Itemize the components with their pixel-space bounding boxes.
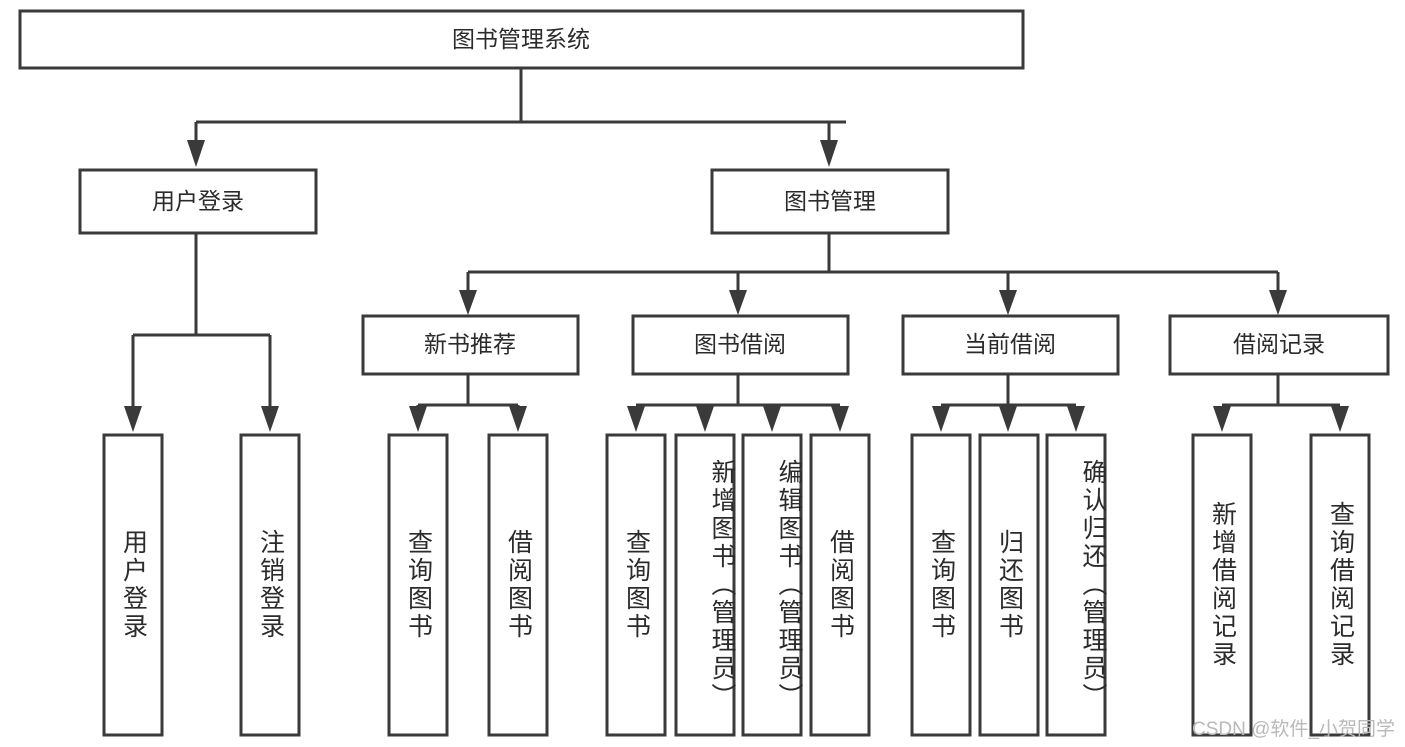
connector-group-root: [187, 68, 846, 167]
node-root-label: 图书管理系统: [452, 26, 590, 52]
node-book-management-label: 图书管理: [784, 188, 876, 214]
node-borrow-record-label: 借阅记录: [1233, 331, 1325, 357]
node-current-borrow-label: 当前借阅: [964, 331, 1056, 357]
leafbox-query-book-3[interactable]: [910, 433, 972, 737]
arrow-head-leaf-query-book-1: [409, 406, 427, 432]
leafbox-edit-book[interactable]: [741, 433, 803, 737]
arrow-head-user-login: [187, 140, 205, 167]
node-new-book-recommend[interactable]: [361, 314, 580, 376]
arrow-head-leaf-borrow-book-1: [509, 406, 527, 432]
leaf-label-borrow-book-1: 借阅图书: [504, 529, 533, 641]
leaf-label-confirm-return: 确认归还（管理员）: [1079, 459, 1107, 711]
leafbox-return-book[interactable]: [978, 433, 1040, 737]
csdn-watermark: CSDN @软件_小贺同学: [1192, 719, 1395, 740]
node-book-management[interactable]: [710, 168, 950, 235]
leaf-label-edit-book: 编辑图书（管理员）: [775, 459, 803, 711]
arrow-head-leaf-add-record: [1213, 406, 1231, 432]
leafbox-borrow-book-1[interactable]: [487, 433, 549, 737]
leaf-label-user-login: 用户登录: [119, 529, 148, 641]
arrow-head-leaf-return-book: [999, 406, 1017, 432]
leafbox-add-book[interactable]: [674, 433, 736, 737]
arrow-head-book-borrow: [729, 290, 747, 315]
arrow-head-leaf-query-book-2: [627, 406, 645, 432]
leafbox-query-book-2[interactable]: [605, 433, 667, 737]
connector-group-borrow-record: [1213, 374, 1349, 432]
leafbox-user-login[interactable]: [102, 433, 164, 737]
arrow-head-new-book-recommend: [459, 290, 477, 315]
arrow-head-leaf-edit-book: [763, 406, 781, 432]
connector-group-book-management: [459, 233, 1287, 315]
leaf-label-query-book-2: 查询图书: [622, 529, 651, 641]
node-root[interactable]: [18, 9, 1025, 70]
arrow-head-leaf-query-book-3: [932, 406, 950, 432]
arrow-head-leaf-borrow-book-2: [831, 406, 849, 432]
arrow-head-leaf-confirm-return: [1067, 406, 1085, 432]
leafbox-logout-login[interactable]: [239, 433, 301, 737]
leaf-label-query-record: 查询借阅记录: [1326, 501, 1355, 669]
arrow-head-leaf-logout-login: [261, 406, 279, 432]
node-borrow-record[interactable]: [1168, 314, 1390, 376]
arrow-head-borrow-record: [1269, 290, 1287, 315]
arrow-head-leaf-query-record: [1331, 406, 1349, 432]
node-user-login-label: 用户登录: [152, 188, 244, 214]
leafbox-query-book-1[interactable]: [387, 433, 449, 737]
leaf-label-query-book-1: 查询图书: [404, 529, 433, 641]
node-user-login[interactable]: [78, 168, 318, 235]
connector-group-current-borrow: [932, 374, 1085, 432]
leaf-label-query-book-3: 查询图书: [927, 529, 956, 641]
leafbox-add-record[interactable]: [1191, 433, 1253, 737]
leaf-label-borrow-book-2: 借阅图书: [826, 529, 855, 641]
connector-group-book-borrow: [627, 374, 849, 432]
connector-group-user-login: [124, 233, 279, 432]
node-book-borrow-label: 图书借阅: [694, 331, 786, 357]
arrow-head-current-borrow: [999, 290, 1017, 315]
node-new-book-recommend-label: 新书推荐: [424, 331, 516, 357]
arrow-head-leaf-add-book: [696, 406, 714, 432]
arrow-head-leaf-user-login: [124, 406, 142, 432]
leaf-label-add-book: 新增图书（管理员）: [708, 459, 736, 711]
connector-group-new-book-recommend: [409, 374, 527, 432]
leafbox-query-record[interactable]: [1309, 433, 1371, 737]
leaf-label-logout-login: 注销登录: [256, 529, 285, 641]
arrow-head-book-management: [820, 140, 838, 167]
leafbox-borrow-book-2[interactable]: [809, 433, 871, 737]
node-book-borrow[interactable]: [631, 314, 850, 376]
leaf-label-add-record: 新增借阅记录: [1208, 501, 1237, 669]
node-current-borrow[interactable]: [901, 314, 1120, 376]
leafbox-confirm-return[interactable]: [1045, 433, 1107, 737]
leaf-label-return-book: 归还图书: [995, 529, 1024, 641]
